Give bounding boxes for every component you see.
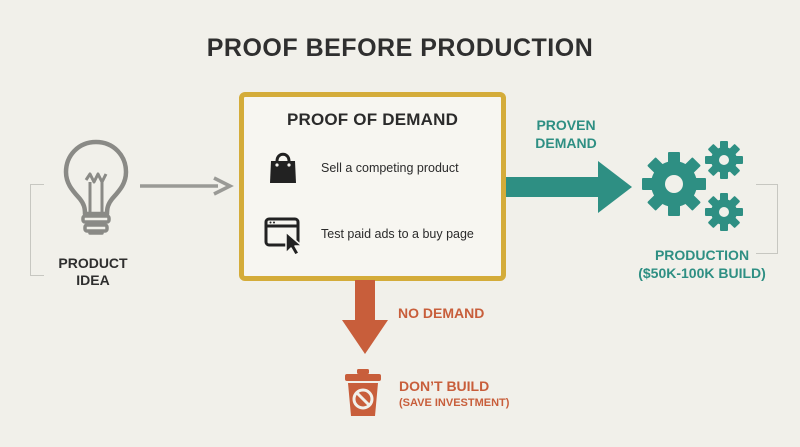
production-line2: ($50K-100K BUILD) xyxy=(638,265,766,281)
trash-icon xyxy=(345,369,381,416)
proven-demand-arrow xyxy=(506,161,632,213)
product-idea-line2: IDEA xyxy=(76,272,110,288)
production-line1: PRODUCTION xyxy=(654,247,750,263)
production-bracket xyxy=(756,184,778,254)
browser-cursor-icon xyxy=(264,217,303,255)
dont-build-label: DON’T BUILD xyxy=(399,378,490,394)
product-idea-label: PRODUCT IDEA xyxy=(38,255,148,289)
proof-of-demand-title: PROOF OF DEMAND xyxy=(286,110,459,129)
proven-demand-label: PROVEN DEMAND xyxy=(516,116,616,152)
diagram-title: PROOF BEFORE PRODUCTION xyxy=(206,34,594,62)
save-investment-label: (SAVE INVESTMENT) xyxy=(399,397,510,409)
proof-item-test-paid-ads: Test paid ads to a buy page xyxy=(321,227,474,241)
proven-demand-line2: DEMAND xyxy=(535,135,597,151)
proven-demand-line1: PROVEN xyxy=(536,117,596,133)
idea-bracket xyxy=(30,184,44,276)
gears-icon xyxy=(642,141,743,231)
proof-of-demand-box xyxy=(239,92,506,281)
idea-to-proof-arrow xyxy=(140,176,234,196)
no-demand-label: NO DEMAND xyxy=(398,305,485,321)
proof-item-sell-competing-product: Sell a competing product xyxy=(321,161,459,175)
production-label: PRODUCTION ($50K-100K BUILD) xyxy=(604,246,800,282)
shopping-bag-icon xyxy=(270,152,296,183)
no-demand-arrow xyxy=(342,280,388,354)
product-idea-line1: PRODUCT xyxy=(58,255,128,271)
lightbulb-icon xyxy=(63,139,129,235)
